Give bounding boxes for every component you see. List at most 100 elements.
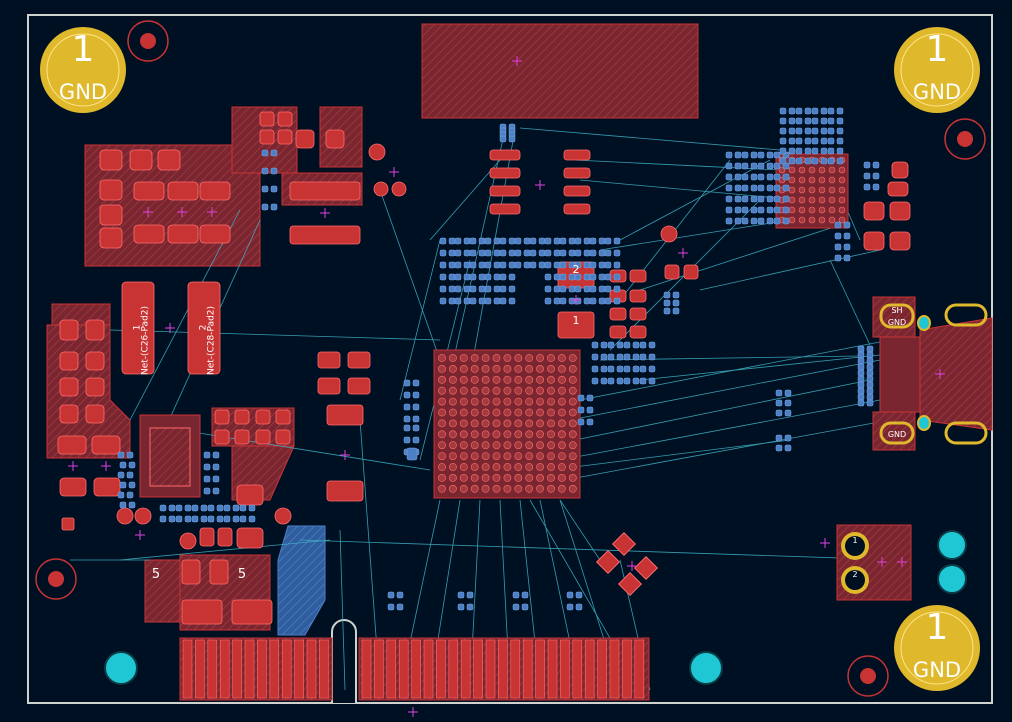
- bga-ball: [525, 375, 534, 384]
- back-pad: [725, 162, 733, 170]
- back-pad: [463, 285, 471, 293]
- back-pad: [857, 375, 865, 383]
- bga-ball: [481, 364, 490, 373]
- front-pads[interactable]: [57, 111, 911, 625]
- back-pad: [523, 237, 531, 245]
- back-pad: [632, 365, 640, 373]
- via-icon: [689, 651, 723, 685]
- back-pad: [586, 406, 594, 414]
- bga-ball: [503, 484, 512, 493]
- usb-connector[interactable]: [872, 296, 993, 451]
- back-pad: [448, 237, 456, 245]
- bga-ball: [514, 430, 523, 439]
- back-copper-zone[interactable]: [277, 525, 326, 636]
- back-pad: [568, 297, 576, 305]
- back-pad: [175, 515, 183, 523]
- back-pad: [589, 261, 597, 269]
- bga-ball: [788, 186, 796, 194]
- back-pad: [857, 351, 865, 359]
- edge-connector[interactable]: [179, 637, 650, 701]
- back-pad: [834, 221, 842, 229]
- back-pad: [457, 591, 465, 599]
- back-pads[interactable]: [117, 107, 880, 611]
- bga-main-chip[interactable]: [433, 349, 581, 499]
- back-pad: [779, 117, 787, 125]
- back-pad: [613, 285, 621, 293]
- bga-ball: [481, 397, 490, 406]
- back-pad: [766, 151, 774, 159]
- back-pad: [203, 451, 211, 459]
- back-pad: [469, 249, 477, 257]
- back-pad: [589, 273, 597, 281]
- back-pad: [403, 379, 411, 387]
- back-pad: [804, 137, 812, 145]
- bga-ball: [568, 419, 577, 428]
- back-pad: [553, 297, 561, 305]
- back-pad: [775, 409, 783, 417]
- back-pad: [117, 491, 125, 499]
- bga-ball: [568, 386, 577, 395]
- bga-ball: [470, 473, 479, 482]
- bga-ball: [503, 408, 512, 417]
- qfn-chip-left[interactable]: [139, 414, 201, 498]
- back-pad: [508, 135, 516, 143]
- bga-ball: [568, 441, 577, 450]
- edge-finger: [609, 639, 620, 699]
- bga-ball: [838, 196, 846, 204]
- back-pad: [207, 515, 215, 523]
- via-icon: [937, 530, 967, 560]
- bga-ball: [503, 463, 512, 471]
- copper-zone-top[interactable]: [421, 23, 699, 119]
- back-pad: [544, 297, 552, 305]
- back-pad: [589, 237, 597, 245]
- two-pin-connector[interactable]: [836, 524, 912, 601]
- back-pad: [613, 297, 621, 305]
- back-pad: [773, 217, 781, 225]
- bga-ball: [470, 441, 479, 450]
- back-pad: [566, 591, 574, 599]
- back-pad: [775, 444, 783, 452]
- bga-ball: [525, 397, 534, 406]
- bga-ball: [492, 354, 501, 362]
- back-pad: [589, 285, 597, 293]
- back-pad: [632, 341, 640, 349]
- mounting-hole-icon: [892, 25, 982, 115]
- bga-ball: [514, 408, 523, 417]
- back-pad: [508, 261, 516, 269]
- bga-ball: [438, 419, 446, 428]
- back-pad: [583, 297, 591, 305]
- back-pad: [766, 206, 774, 214]
- back-pad: [648, 365, 656, 373]
- back-pad: [544, 261, 552, 269]
- bga-ball: [568, 397, 577, 406]
- back-pad: [512, 591, 520, 599]
- back-pad: [788, 137, 796, 145]
- vias[interactable]: [104, 530, 967, 685]
- back-pad: [598, 273, 606, 281]
- back-pad: [478, 273, 486, 281]
- bga-ball: [788, 206, 796, 214]
- bga-ball: [438, 430, 446, 439]
- back-pad: [212, 487, 220, 495]
- bga-ball: [798, 186, 806, 194]
- mounting-holes[interactable]: [38, 25, 982, 693]
- test-points[interactable]: [35, 20, 986, 697]
- mounting-hole-icon: [38, 25, 128, 115]
- back-pad: [795, 137, 803, 145]
- back-pad: [725, 151, 733, 159]
- edge-finger: [257, 639, 267, 699]
- back-pad: [559, 273, 567, 281]
- back-pad: [648, 377, 656, 385]
- back-pad: [583, 273, 591, 281]
- back-pad: [212, 475, 220, 483]
- rotated-parts[interactable]: [595, 531, 659, 597]
- bga-ball: [514, 386, 523, 395]
- bga-ball: [828, 196, 836, 204]
- bga-ball: [470, 354, 479, 362]
- bga-ball: [558, 463, 566, 471]
- bga-ball: [568, 484, 577, 493]
- bga-ball: [558, 419, 566, 428]
- back-pad: [811, 107, 819, 115]
- back-pad: [866, 351, 874, 359]
